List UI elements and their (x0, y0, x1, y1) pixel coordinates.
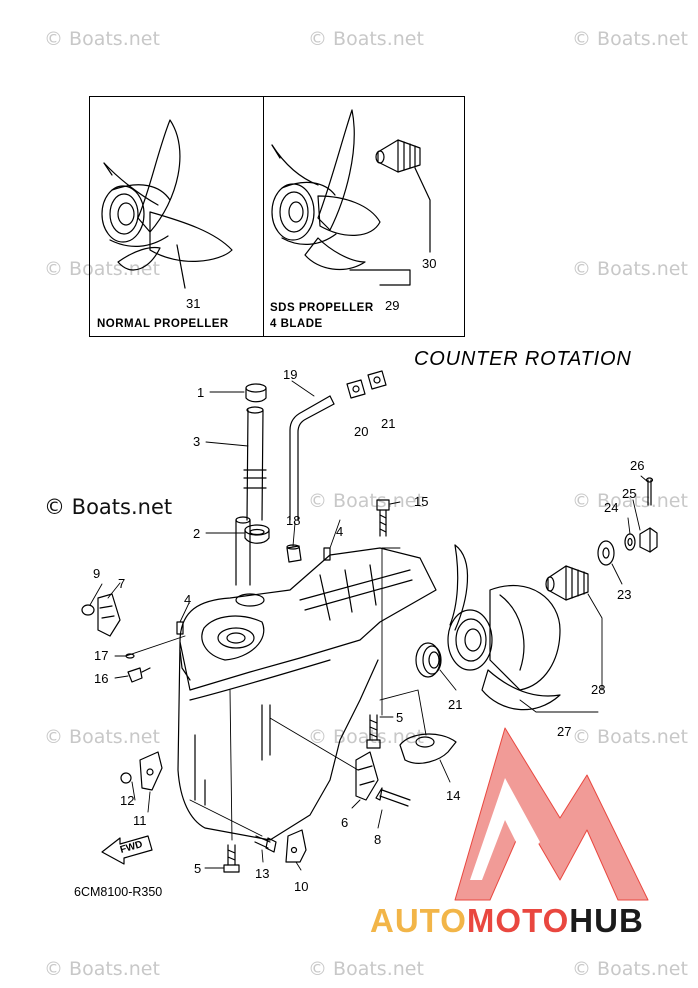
inset-sds-propeller (263, 96, 465, 337)
part-7-drawing (355, 751, 379, 801)
part-19-drawing (286, 544, 302, 563)
callout-4a: 4 (336, 524, 344, 539)
callout-28: 28 (591, 682, 606, 697)
callout-2: 2 (193, 526, 201, 541)
callout-10: 9 (93, 566, 101, 581)
part-3-drawing (243, 406, 267, 521)
callout-27: 27 (557, 724, 572, 739)
watermark: © Boats.net (44, 958, 160, 980)
callout-16: 15 (414, 494, 429, 509)
part-21-drawing (346, 370, 387, 399)
callout-21b: 21 (381, 416, 396, 431)
part-14-drawing (254, 835, 277, 853)
part-25-drawing (639, 527, 658, 553)
main-propeller-drawing (447, 544, 561, 711)
logo-moto: MOTO (466, 902, 570, 939)
callout-13: 12 (120, 793, 135, 808)
callout-6: 5 (396, 710, 404, 725)
callout-8: 7 (118, 576, 126, 591)
parts-12-13-drawing (120, 751, 163, 791)
sds-propeller-caption: SDS PROPELLER (270, 302, 374, 314)
part-22-drawing (415, 642, 442, 678)
part-1-drawing (245, 383, 267, 403)
parts-8-10-17-18-drawing (81, 593, 151, 683)
callout-15: 14 (446, 788, 461, 803)
callout-18: 17 (94, 648, 109, 663)
callout-9: 8 (374, 832, 382, 847)
part-26-drawing (645, 477, 654, 506)
callout-11: 10 (294, 879, 309, 894)
part-6-drawing (366, 714, 381, 749)
watermark: © Boats.net (572, 258, 688, 280)
logo-auto: AUTO (370, 902, 467, 939)
lower-unit-housing-drawing (177, 516, 437, 841)
part-20-drawing (289, 395, 335, 521)
watermark: © Boats.net (44, 258, 160, 280)
diagram-code: 6CM8100-R350 (74, 885, 163, 899)
part-5-drawing (223, 844, 240, 873)
sds-propeller-drawing (271, 109, 431, 286)
watermark-main: © Boats.net (44, 495, 173, 519)
watermark: © Boats.net (308, 726, 424, 748)
part-28-drawing (545, 565, 589, 601)
callout-23: 23 (617, 587, 632, 602)
watermark: © Boats.net (44, 28, 160, 50)
callout-1: 1 (197, 385, 205, 400)
part-2-drawing (244, 524, 270, 544)
normal-propeller-caption: NORMAL PROPELLER (97, 318, 229, 330)
callout-3: 3 (193, 434, 201, 449)
part-24-drawing (624, 533, 636, 551)
leader-lines (89, 380, 649, 871)
part-16-drawing (376, 499, 390, 537)
callout-31: 31 (186, 296, 201, 311)
automotohub-logo: AUTOMOTOHUB (370, 902, 690, 942)
rotation-label: COUNTER ROTATION (414, 348, 632, 370)
part-4-drawing (176, 547, 331, 635)
watermark: © Boats.net (44, 726, 160, 748)
callout-24: 24 (604, 500, 619, 515)
watermark: © Boats.net (572, 490, 688, 512)
callout-7: 6 (341, 815, 349, 830)
watermark: © Boats.net (572, 726, 688, 748)
callout-5: 5 (194, 861, 202, 876)
callout-17: 16 (94, 671, 109, 686)
callout-29: 29 (385, 298, 400, 313)
watermark: © Boats.net (308, 958, 424, 980)
callout-21a: 20 (354, 424, 369, 439)
part-23-drawing (597, 540, 615, 566)
normal-propeller-drawing (101, 119, 233, 289)
part-11-drawing (285, 829, 307, 863)
callout-25: 25 (622, 486, 637, 501)
sds-propeller-blade-caption: 4 BLADE (270, 318, 323, 330)
callout-20: 19 (283, 367, 298, 382)
part-15-drawing (399, 733, 457, 764)
callout-14: 13 (255, 866, 270, 881)
part-9-drawing (375, 787, 411, 807)
watermark: © Boats.net (572, 958, 688, 980)
automotohub-logo-mark (454, 727, 649, 901)
callout-19: 18 (286, 513, 301, 528)
callout-12: 11 (133, 813, 147, 828)
automotohub-logo-inner (470, 778, 540, 880)
watermark: © Boats.net (572, 28, 688, 50)
watermark: © Boats.net (308, 28, 424, 50)
watermark: © Boats.net (308, 490, 424, 512)
callout-4b: 4 (184, 592, 192, 607)
callout-22: 21 (448, 697, 463, 712)
logo-hub: HUB (569, 902, 644, 939)
fwd-arrow-icon (101, 835, 153, 865)
callout-30: 30 (422, 256, 437, 271)
callout-26: 26 (630, 458, 645, 473)
